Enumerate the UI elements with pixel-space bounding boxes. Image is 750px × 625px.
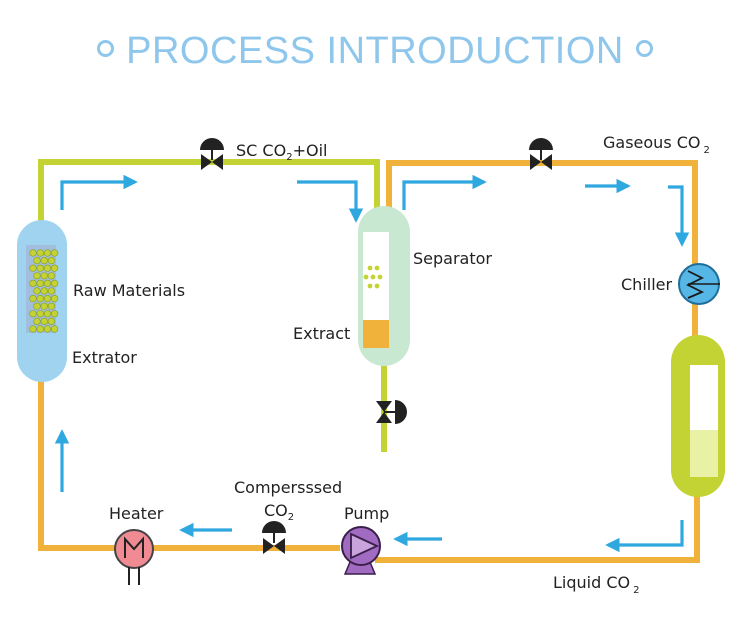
pump-icon xyxy=(341,526,381,575)
raw-material-granule xyxy=(29,295,37,303)
raw-material-granule xyxy=(40,287,48,295)
raw-material-granule xyxy=(33,257,41,265)
raw-material-granule xyxy=(50,264,59,272)
gaseous-co2-pipe xyxy=(386,160,698,272)
flow-arrow-down-chiller xyxy=(668,185,690,247)
raw-material-granule xyxy=(36,310,44,318)
valve-icon xyxy=(529,138,553,170)
raw-material-granule xyxy=(40,302,48,310)
storage-tank xyxy=(671,335,725,497)
extract-label: Extract xyxy=(293,324,350,343)
raw-material-dots xyxy=(29,249,59,333)
heater-to-extractor-pipe xyxy=(38,378,117,551)
raw-material-granule xyxy=(47,317,56,326)
compressed-co2-label-line2: CO2 xyxy=(264,501,294,523)
raw-materials-label: Raw Materials xyxy=(73,281,185,300)
raw-material-granule xyxy=(43,310,52,318)
raw-material-granule xyxy=(50,325,59,333)
liquid-co2-pipe xyxy=(375,490,700,563)
extractor-vessel xyxy=(17,220,67,382)
raw-material-granule xyxy=(47,272,56,280)
valve-icon xyxy=(262,521,286,554)
raw-material-granule xyxy=(50,249,59,257)
chiller-label: Chiller xyxy=(621,275,672,294)
raw-material-granule xyxy=(43,279,52,288)
raw-material-granule xyxy=(29,264,37,272)
raw-material-granule xyxy=(43,325,52,333)
raw-material-granule xyxy=(33,317,41,326)
raw-material-granule xyxy=(47,257,56,265)
raw-material-granule xyxy=(40,317,48,326)
compressed-co2-label: Compersssed xyxy=(234,478,342,497)
title-row: PROCESS INTRODUCTION xyxy=(0,30,750,73)
title-left-ring-icon xyxy=(97,40,115,58)
raw-material-granule xyxy=(40,257,48,265)
raw-material-granule xyxy=(29,249,37,257)
raw-material-granule xyxy=(43,295,52,303)
separator-droplets xyxy=(363,265,383,289)
page-title: PROCESS INTRODUCTION xyxy=(126,30,624,72)
raw-material-granule xyxy=(47,287,56,295)
raw-material-granule xyxy=(36,295,44,303)
flow-arrow-right-gaseous xyxy=(402,174,487,210)
raw-material-granule xyxy=(43,249,52,257)
valve-icon xyxy=(200,138,224,170)
raw-material-granule xyxy=(36,249,44,257)
flow-arrow-left-liquid xyxy=(605,520,684,553)
chiller-icon xyxy=(678,263,720,305)
raw-material-granule xyxy=(33,302,41,310)
heater-icon xyxy=(114,529,154,585)
heater-label: Heater xyxy=(109,504,164,523)
sc-co2-oil-label: SC CO2+Oil xyxy=(236,141,327,163)
raw-material-granule xyxy=(36,264,44,272)
raw-material-granule xyxy=(29,325,37,333)
raw-material-granule xyxy=(29,310,37,318)
raw-material-granule xyxy=(43,264,52,272)
flow-arrows xyxy=(54,174,690,553)
pump-label: Pump xyxy=(344,504,389,523)
separator-label: Separator xyxy=(413,249,492,268)
raw-material-granule xyxy=(47,302,56,310)
raw-material-granule xyxy=(36,279,44,288)
raw-material-granule xyxy=(50,295,59,303)
raw-material-granule xyxy=(33,287,41,295)
raw-material-granule xyxy=(50,310,59,318)
separator-vessel xyxy=(358,206,410,366)
title-right-ring-icon xyxy=(635,40,653,58)
valve-icon xyxy=(376,400,407,424)
sc-co2-pipe xyxy=(38,159,380,230)
raw-material-granule xyxy=(40,272,48,280)
raw-material-granule xyxy=(29,279,37,288)
raw-material-granule xyxy=(50,279,59,288)
raw-material-granule xyxy=(36,325,44,333)
extrator-label: Extrator xyxy=(72,348,137,367)
flow-arrow-up-left xyxy=(60,174,138,210)
raw-material-granule xyxy=(33,272,41,280)
flow-arrow-down-separator xyxy=(297,180,364,223)
